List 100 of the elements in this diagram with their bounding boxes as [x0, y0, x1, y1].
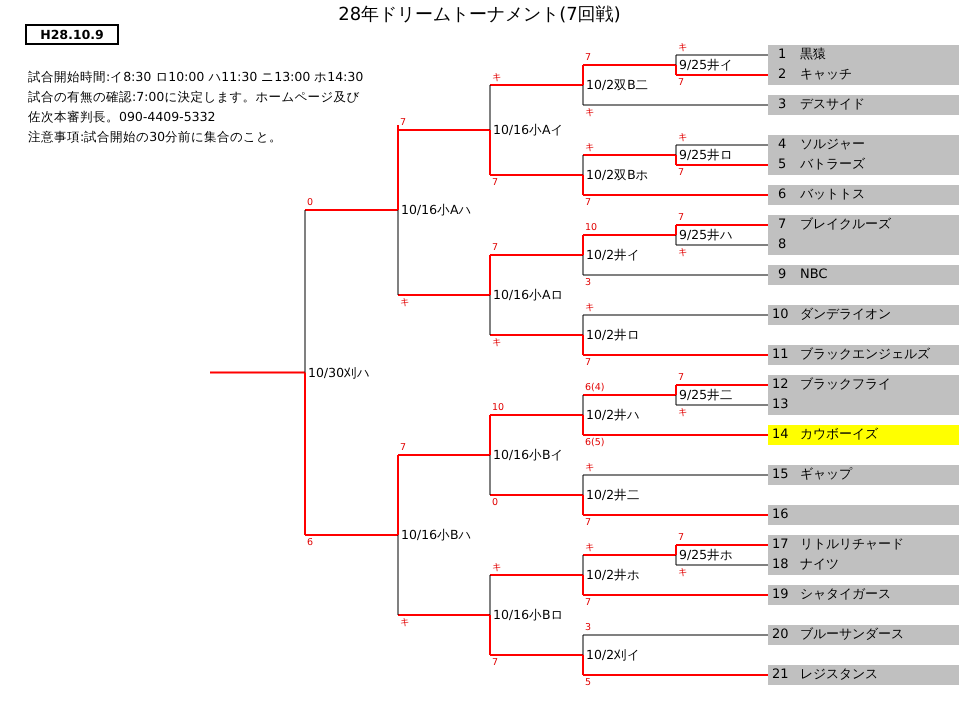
score-label: 5: [585, 678, 592, 688]
bracket-line: [398, 614, 490, 616]
bracket-line: [583, 594, 768, 596]
team-box: [768, 395, 959, 415]
bracket-line: [490, 654, 583, 656]
match-label: 10/16小Aロ: [493, 288, 564, 302]
match-label: 10/30刈ハ: [308, 366, 370, 380]
score-label: キ: [585, 143, 595, 153]
score-label: 7: [678, 533, 684, 543]
team-name: ブラックエンジェルズ: [800, 346, 930, 364]
team-name: カウボーイズ: [800, 426, 878, 444]
score-label: 7: [678, 213, 684, 223]
score-label: 3: [585, 623, 592, 633]
team-name: レジスタンス: [800, 666, 878, 684]
team-number: 11: [772, 346, 789, 364]
bracket-line: [676, 564, 768, 566]
team-name: バトラーズ: [800, 156, 865, 174]
score-label: 7: [585, 198, 592, 208]
bracket-line: [583, 394, 676, 396]
team-number: 7: [778, 216, 786, 234]
bracket-line: [582, 104, 768, 106]
match-label: 10/16小Bロ: [493, 608, 564, 622]
bracket-line: [398, 129, 490, 131]
score-label: 6(4): [585, 383, 605, 393]
bracket-line: [583, 354, 768, 356]
score-label: キ: [678, 43, 688, 53]
bracket-line: [676, 164, 768, 166]
team-name: ギャップ: [800, 466, 852, 484]
bracket-line: [210, 372, 305, 374]
score-label: 7: [585, 598, 592, 608]
team-box: [768, 375, 959, 395]
score-label: 7: [492, 658, 498, 668]
bracket-line: [676, 544, 768, 546]
score-label: キ: [678, 408, 688, 418]
bracket-line: [490, 574, 583, 576]
team-number: 3: [778, 96, 786, 114]
bracket-line: [583, 674, 768, 676]
match-label: 10/2双Bホ: [586, 168, 649, 182]
match-label: 10/2井イ: [586, 248, 640, 262]
score-label: 7: [400, 118, 406, 128]
bracket-line: [583, 64, 676, 66]
team-number: 19: [772, 586, 789, 604]
match-label: 9/25井イ: [679, 58, 734, 72]
match-label: 10/2刈イ: [586, 648, 640, 662]
team-number: 5: [778, 156, 786, 174]
score-label: 10: [492, 403, 504, 413]
score-label: キ: [400, 298, 410, 308]
team-number: 6: [778, 186, 786, 204]
score-label: キ: [492, 563, 502, 573]
team-number: 21: [772, 666, 789, 684]
match-label: 10/16小Bハ: [401, 528, 472, 542]
score-label: 3: [585, 278, 592, 288]
bracket-line: [583, 154, 676, 156]
team-box: [768, 65, 959, 85]
bracket-line: [398, 454, 490, 456]
score-label: 7: [492, 243, 498, 253]
team-box: [768, 465, 959, 485]
match-label: 9/25井二: [679, 388, 734, 402]
bracket-line: [676, 224, 768, 226]
team-name: ダンデライオン: [800, 306, 891, 324]
team-name: シャタイガース: [800, 586, 891, 604]
team-number: 1: [778, 46, 786, 64]
bracket-line: [490, 414, 583, 416]
team-box: [768, 585, 959, 605]
note-text: 注意事項:試合開始の30分前に集合のこと。: [28, 128, 282, 146]
team-box: [768, 215, 959, 235]
team-name: ソルジャー: [800, 136, 865, 154]
match-label: 10/2井ロ: [586, 328, 640, 342]
team-box: [768, 45, 959, 65]
team-name: 黒猿: [800, 46, 826, 64]
team-box: [768, 95, 959, 115]
bracket-line: [676, 54, 768, 56]
team-box: [768, 505, 959, 525]
team-name: ブルーサンダース: [800, 626, 904, 644]
score-label: 6(5): [585, 438, 605, 448]
team-number: 4: [778, 136, 786, 154]
score-label: 6: [307, 538, 314, 548]
team-box: [768, 555, 959, 575]
team-name: ブラックフライ: [800, 376, 891, 394]
team-number: 15: [772, 466, 789, 484]
team-box: [768, 535, 959, 555]
bracket-line: [676, 384, 768, 386]
bracket-line: [305, 209, 398, 211]
team-number: 8: [778, 236, 786, 254]
team-box: [768, 265, 959, 285]
bracket-line: [676, 144, 768, 146]
score-label: キ: [492, 338, 502, 348]
bracket-line: [583, 514, 768, 516]
note-text: 試合の有無の確認:7:00に決定します。ホームページ及び佐次本審判長。090-4409-5332: [28, 88, 360, 126]
team-box: [768, 185, 959, 205]
match-label: 10/2井二: [586, 488, 640, 502]
score-label: 7: [400, 443, 406, 453]
team-name: リトルリチャード: [800, 536, 904, 554]
score-label: 7: [678, 78, 684, 88]
score-label: キ: [585, 463, 595, 473]
team-box: [768, 345, 959, 365]
score-label: 7: [585, 358, 592, 368]
score-label: 7: [585, 53, 592, 63]
bracket-line: [490, 254, 583, 256]
team-number: 16: [772, 506, 789, 524]
